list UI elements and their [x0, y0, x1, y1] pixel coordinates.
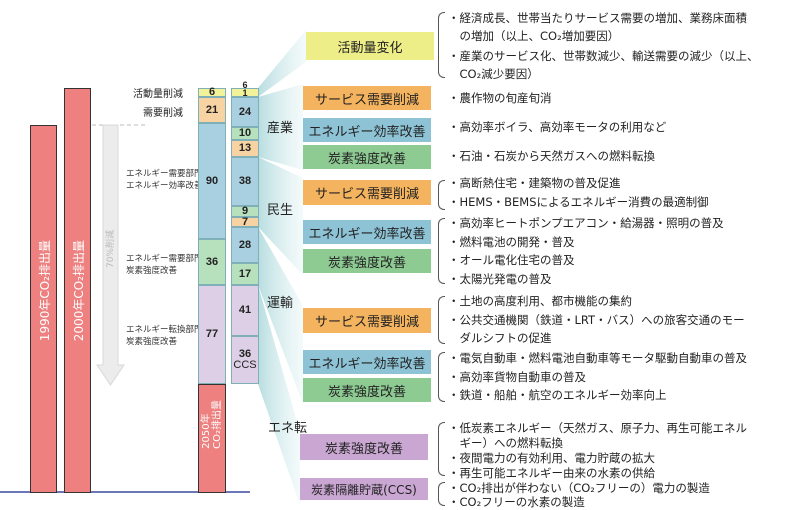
- col-b-ccs-value: 36: [238, 348, 252, 360]
- bullet-transport-service-1: ・土地の高度利用、都市機能の集約: [448, 294, 632, 308]
- col-b-transport-service: 7: [231, 216, 259, 227]
- bullet-transport-service-2: ・公共交通機関（鉄道・LRT・バス）への旅客交通のモー: [448, 313, 745, 327]
- col-b-conversion-carbon: 41: [231, 285, 259, 336]
- bullet-transport-3: ・鉄道・船舶・航空のエネルギー効率向上: [448, 388, 667, 402]
- bullet-conversion-carbon-3: ・夜間電力の有効利用、電力貯蔵の拡大: [448, 451, 655, 465]
- bar-1990-label: 1990年CO₂排出量: [38, 240, 52, 342]
- brace-transport-other: [438, 352, 445, 402]
- bullet-activity-4: CO₂減少要因）: [448, 67, 539, 81]
- brace-residential-service: [438, 180, 445, 210]
- bullet-conversion-ccs-1: ・CO₂排出が伴わない（CO₂フリーの）電力の製造: [448, 481, 710, 495]
- bar-2000-label: 2000年CO₂排出量: [72, 240, 86, 342]
- col-a-conversion-carbon: 77: [198, 285, 226, 384]
- brace-residential-other: [438, 218, 445, 284]
- fan-industry: [258, 84, 303, 170]
- sector-residential: 民生: [267, 203, 294, 218]
- col-b-industry-efficiency: 24: [231, 97, 259, 127]
- bullet-conversion-carbon-4: ・再生可能エネルギー由来の水素の供給: [448, 466, 655, 480]
- fan-transport: [258, 227, 303, 404]
- col-a-efficiency: 90: [198, 123, 226, 239]
- bullet-residential-4: ・太陽光発電の普及: [448, 272, 552, 286]
- bullet-activity-3: ・産業のサービス化、世帯数減少、輸送需要の減少（以上、: [448, 49, 759, 63]
- fan-activity: [258, 30, 306, 97]
- col-b-activity-value2: 1: [242, 87, 248, 98]
- col-a-activity: 6: [198, 87, 226, 98]
- bullet-residential-3: ・オール電化住宅の普及: [448, 253, 575, 267]
- sector-transport: 運輸: [267, 296, 294, 311]
- label-conversion-carbon: エネルギー転換部門炭素強度改善: [126, 324, 203, 348]
- fan-residential: [258, 157, 303, 275]
- label-demand: 需要削減: [143, 108, 183, 119]
- bullet-transport-1: ・電気自動車・燃料電池自動車等モータ駆動自動車の普及: [448, 351, 747, 365]
- box-industry-carbon: 炭素強度改善: [303, 145, 431, 169]
- bullet-conversion-carbon-2: ギー）への燃料転換: [448, 436, 563, 450]
- bar-2050-label-2: CO₂排出量: [212, 400, 223, 449]
- bullet-transport-2: ・高効率貨物自動車の普及: [448, 370, 586, 384]
- box-transport-service: サービス需要削減: [303, 308, 431, 333]
- bar-1990: [30, 125, 57, 493]
- box-conversion-carbon: 炭素強度改善: [300, 434, 428, 460]
- col-b-transport-efficiency: 28: [231, 227, 259, 263]
- bar-2050-label-1: 2050年: [201, 413, 212, 449]
- box-activity-change: 活動量変化: [306, 32, 434, 60]
- fan-conversion: [258, 285, 300, 505]
- col-b-transport-carbon: 17: [231, 263, 259, 285]
- label-demand-carbon-2: 炭素強度改善: [126, 266, 178, 276]
- box-transport-efficiency: エネルギー効率改善: [303, 350, 431, 374]
- label-efficiency: エネルギー需要部門エネルギー効率改善: [126, 168, 203, 192]
- bullet-industry-carbon: ・石油・石炭から天然ガスへの燃料転換: [448, 149, 655, 163]
- box-conversion-ccs: 炭素隔離貯蔵(CCS): [300, 478, 428, 500]
- bullet-industry-efficiency: ・高効率ボイラ、高効率モータの利用など: [448, 120, 667, 134]
- bullet-activity-2: の増加（以上、CO₂増加要因）: [448, 29, 620, 43]
- bullet-industry-service: ・農作物の旬産旬消: [448, 91, 552, 105]
- bullet-activity-1: ・経済成長、世帯当たりサービス需要の増加、業務床面積: [448, 11, 747, 25]
- label-efficiency-2: エネルギー効率改善: [126, 181, 203, 191]
- label-conversion-carbon-1: エネルギー転換部門: [126, 325, 203, 335]
- box-residential-service: サービス需要削減: [303, 180, 431, 205]
- col-b-industry-carbon: 10: [231, 127, 259, 140]
- col-a-demand: 21: [198, 97, 226, 123]
- col-b-residential-service: 13: [231, 140, 259, 157]
- bullet-transport-service-3: ダルシフトの促進: [448, 331, 552, 345]
- box-residential-efficiency: エネルギー効率改善: [303, 220, 431, 244]
- box-transport-carbon: 炭素強度改善: [303, 378, 431, 402]
- label-conversion-carbon-2: 炭素強度改善: [126, 337, 178, 347]
- box-residential-carbon: 炭素強度改善: [303, 249, 431, 273]
- label-demand-carbon-1: エネルギー需要部門: [126, 254, 203, 264]
- col-b-residential-carbon: 9: [231, 206, 259, 217]
- label-demand-carbon: エネルギー需要部門炭素強度改善: [126, 253, 203, 277]
- bar-2000: [64, 88, 91, 493]
- box-industry-efficiency: エネルギー効率改善: [303, 118, 431, 142]
- col-b-activity-value: 6: [242, 79, 248, 90]
- brace-activity: [438, 12, 445, 78]
- col-b-ccs-note: CCS: [233, 359, 257, 371]
- sector-conversion: エネ転: [268, 421, 308, 436]
- bullet-residential-2: ・燃料電池の開発・普及: [448, 235, 575, 249]
- brace-conversion-ccs: [438, 482, 445, 506]
- bullet-residential-service-1: ・高断熱住宅・建築物の普及促進: [448, 176, 621, 190]
- bullet-conversion-carbon-1: ・低炭素エネルギー（天然ガス、原子力、再生可能エネル: [448, 421, 747, 435]
- reduction-arrow: [96, 124, 125, 386]
- label-efficiency-1: エネルギー需要部門: [126, 169, 203, 179]
- col-b-residential-efficiency: 38: [231, 157, 259, 206]
- sector-industry: 産業: [267, 121, 294, 136]
- brace-transport-service: [438, 296, 445, 344]
- bullet-conversion-ccs-2: ・CO₂フリーの水素の製造: [448, 495, 585, 509]
- bullet-residential-service-2: ・HEMS・BEMSによるエネルギー消費の最適制御: [448, 195, 709, 209]
- box-industry-service: サービス需要削減: [303, 86, 431, 110]
- bullet-residential-1: ・高効率ヒートポンプエアコン・給湯器・照明の普及: [448, 216, 724, 230]
- bar-2050: [198, 384, 226, 493]
- reduction-arrow-label: 70%削減: [106, 230, 116, 269]
- label-activity: 活動量削減: [133, 89, 183, 100]
- brace-conversion-carbon: [438, 422, 445, 476]
- col-a-demand-carbon: 36: [198, 239, 226, 285]
